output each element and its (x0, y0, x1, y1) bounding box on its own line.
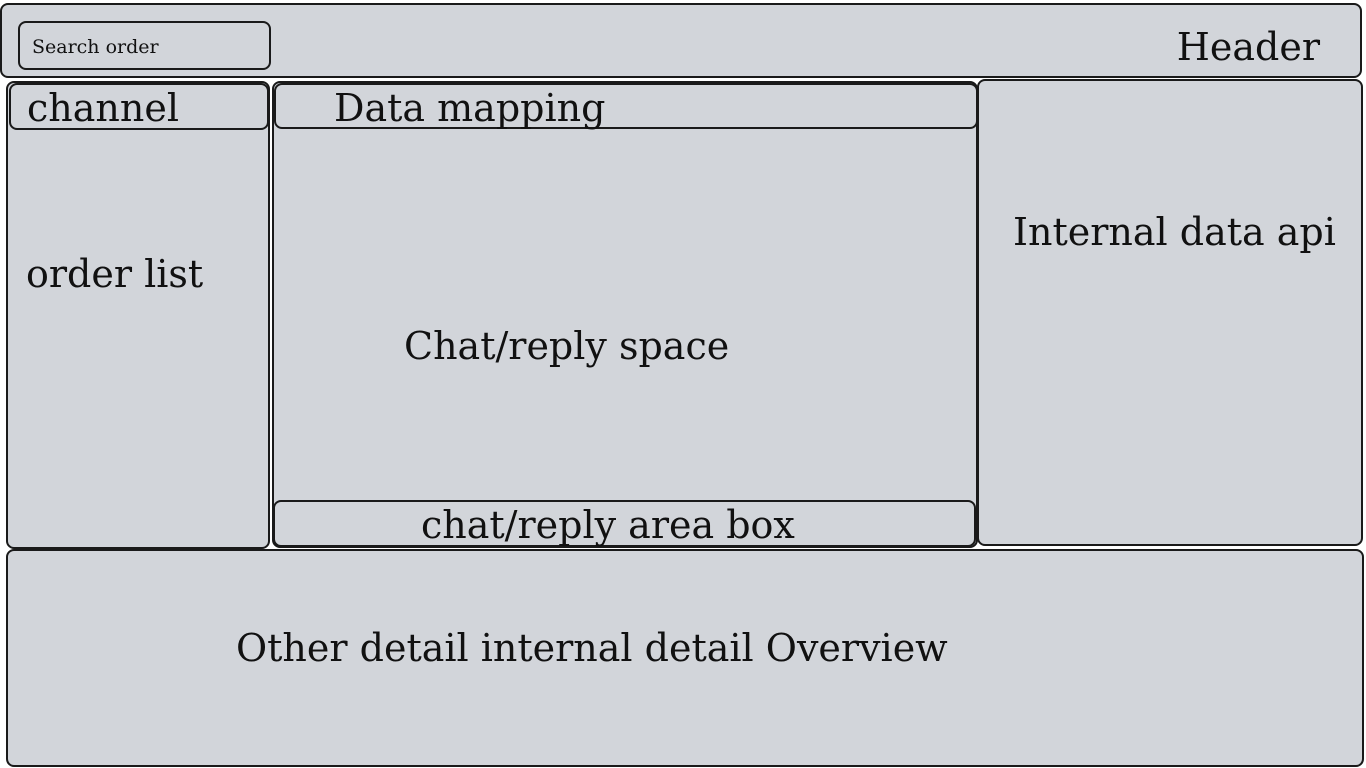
header-bar: Header (0, 3, 1362, 78)
data-mapping-bar[interactable]: Data mapping (274, 83, 978, 129)
channel-label: channel (27, 86, 179, 130)
data-mapping-label: Data mapping (334, 86, 606, 130)
order-list-label: order list (26, 252, 204, 296)
order-list-panel[interactable]: order list (6, 81, 270, 549)
chat-reply-box-label: chat/reply area box (421, 503, 795, 547)
search-order-input[interactable] (32, 35, 257, 59)
overview-panel: Other detail internal detail Overview (6, 549, 1364, 767)
chat-reply-space-label: Chat/reply space (404, 324, 730, 368)
channel-selector[interactable]: channel (9, 83, 269, 130)
overview-label: Other detail internal detail Overview (236, 626, 948, 670)
chat-reply-space-panel: Chat/reply space (272, 81, 978, 548)
internal-data-api-label: Internal data api (1013, 210, 1336, 254)
search-order-box[interactable] (18, 21, 271, 70)
chat-reply-input-box[interactable]: chat/reply area box (273, 500, 976, 547)
internal-data-api-panel: Internal data api (977, 79, 1363, 546)
header-title: Header (1176, 25, 1320, 69)
